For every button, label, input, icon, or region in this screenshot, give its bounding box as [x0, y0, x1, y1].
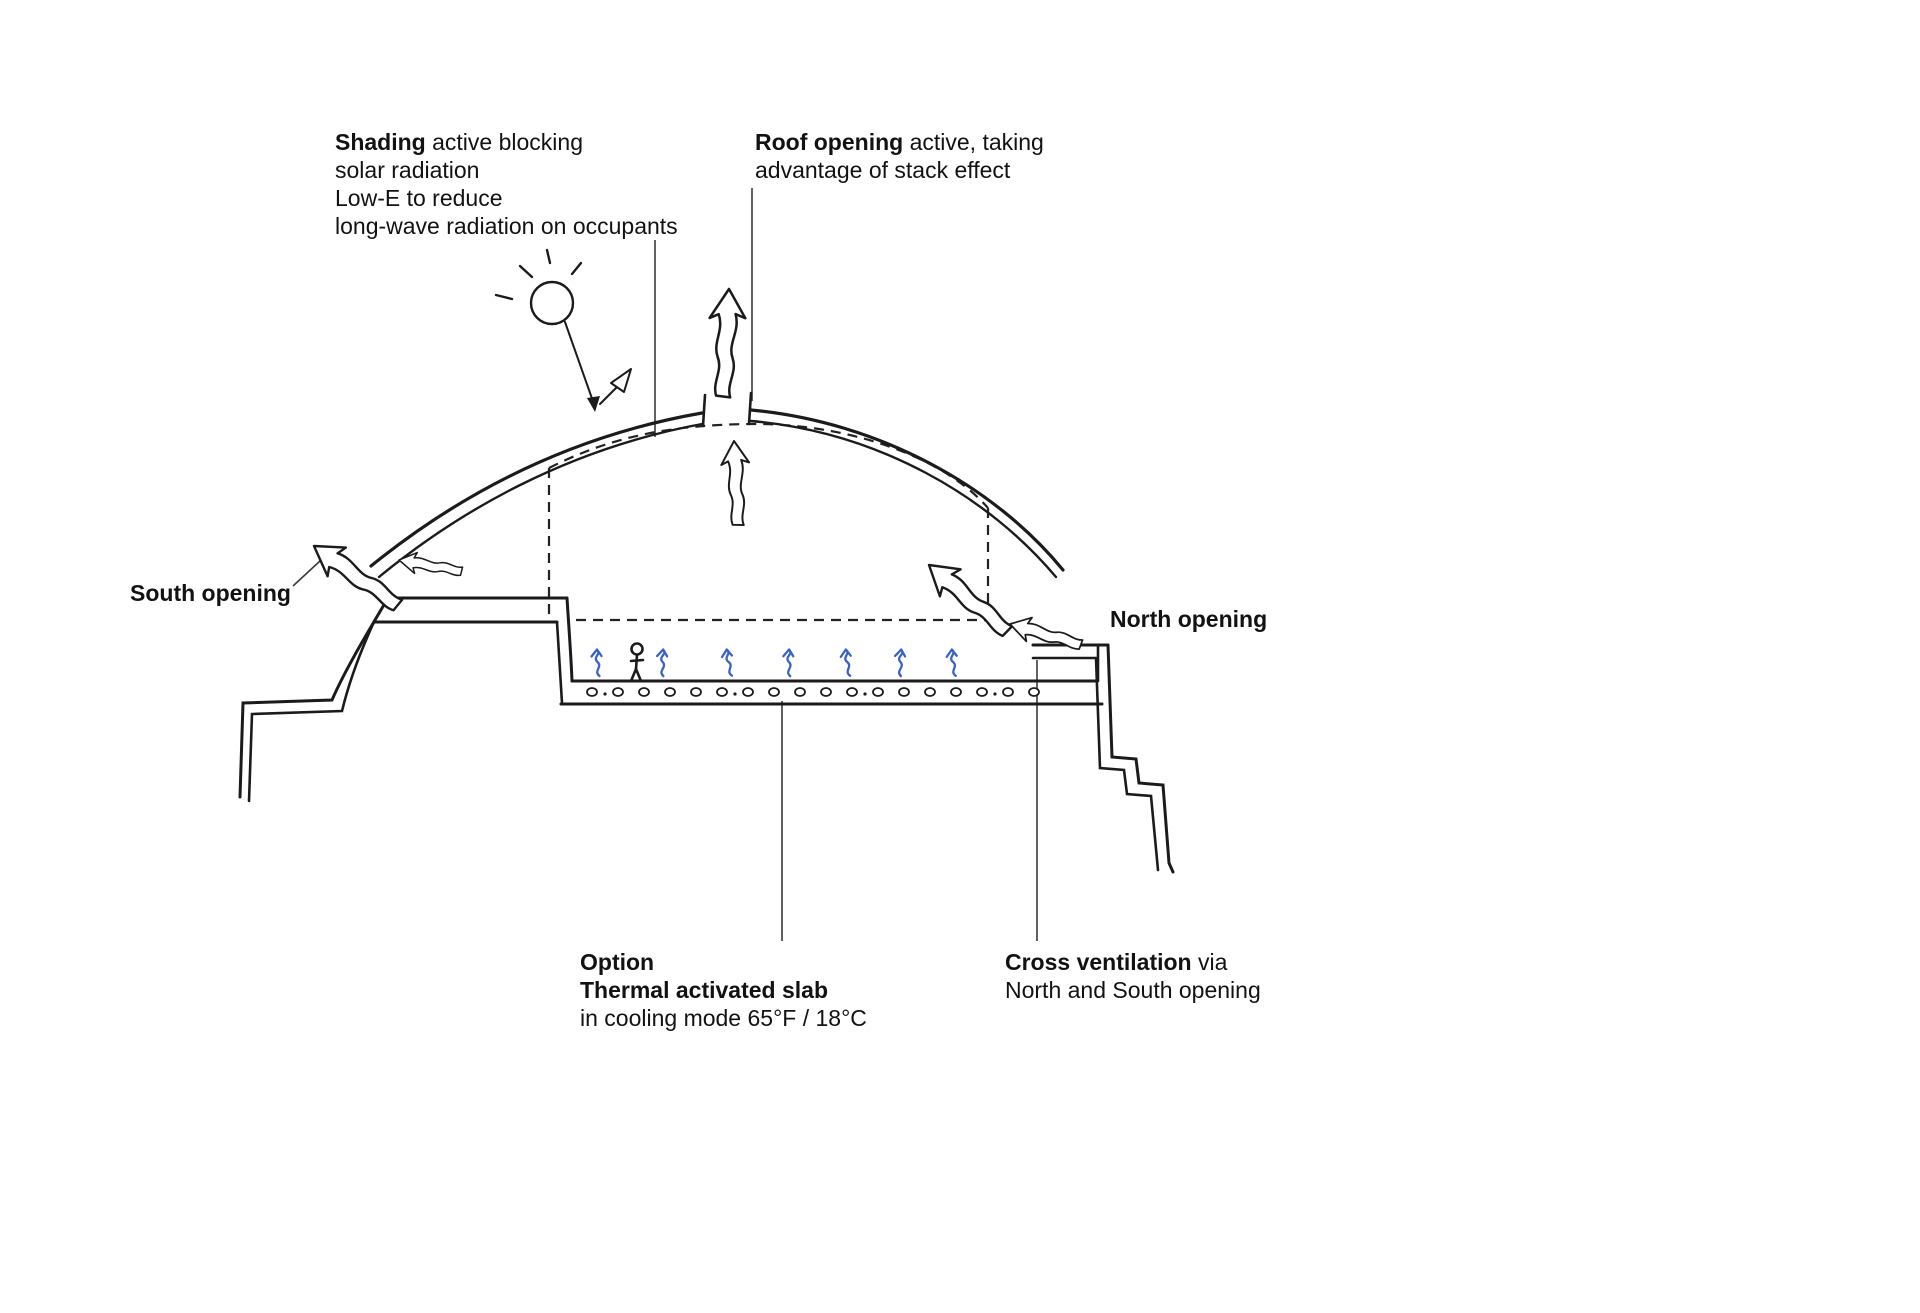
slab-option-line3: in cooling mode 65°F / 18°C [580, 1005, 867, 1031]
stack-interior-arrow-icon [719, 439, 754, 528]
south-airflow-arrow-icon [303, 530, 410, 621]
north-airflow-arrow-small-icon [1005, 611, 1086, 658]
stack-exhaust-arrow-icon [704, 286, 749, 400]
slab-option-label: Option Thermal activated slab in cooling… [580, 948, 867, 1032]
radiant-pipe-icon [950, 687, 962, 697]
cross-ventilation-label: Cross ventilation via North and South op… [1005, 948, 1261, 1004]
radiant-pipe-icon [1002, 687, 1014, 697]
radiant-pipe-icon [664, 687, 676, 697]
radiant-pipe-icon [872, 687, 884, 697]
radiant-pipe-icon [742, 687, 754, 697]
slab-option-term1: Option [580, 949, 655, 975]
cooling-squiggle-icon [945, 648, 959, 678]
radiant-pipes [586, 687, 1040, 697]
radiant-pipe-icon [820, 687, 832, 697]
cross-ventilation-after-term: via [1191, 949, 1228, 975]
radiant-pipe-icon [716, 687, 728, 697]
cooling-squiggle-icon [720, 647, 736, 678]
airflow-arrows [303, 286, 1086, 658]
radiant-pipe-icon [794, 687, 806, 697]
cooling-squiggle-icon [839, 648, 854, 678]
radiant-pipe-icon [638, 687, 650, 697]
roof-opening-term: Roof opening [755, 129, 904, 155]
radiant-pipe-icon [898, 687, 910, 697]
interior-dashed-outline [547, 422, 990, 622]
dome-roof [369, 391, 1065, 579]
radiant-pipe-icon [1028, 687, 1040, 697]
radiant-pipe-icon [690, 687, 702, 697]
solar-radiation-arrow-icon [564, 321, 600, 412]
cooling-squiggle-icon [590, 648, 603, 678]
roof-opening-label-line1: Roof opening active, taking [755, 128, 1044, 156]
sun-icon [494, 248, 583, 326]
slab-option-line1: Option [580, 948, 867, 976]
shading-label: Shading active blocking solar radiation … [335, 128, 678, 240]
shading-label-line2: solar radiation [335, 157, 480, 183]
leader-lines [292, 188, 1038, 941]
cooling-squiggle-icon [654, 647, 669, 678]
shading-label-line1: Shading active blocking [335, 128, 678, 156]
slab-option-line2: Thermal activated slab [580, 976, 867, 1004]
ground-right [1031, 643, 1175, 874]
pipe-dot-icon [863, 692, 867, 696]
roof-opening-label: Roof opening active, taking advantage of… [755, 128, 1044, 184]
floor-slab [559, 644, 1104, 706]
shading-term: Shading [335, 129, 426, 155]
roof-opening-curb [701, 391, 753, 428]
cooling-air-squiggles [590, 647, 959, 678]
radiant-pipe-icon [612, 687, 624, 697]
north-opening-label: North opening [1110, 605, 1267, 633]
cross-ventilation-line1: Cross ventilation via [1005, 948, 1261, 976]
shading-label-line3: Low-E to reduce [335, 185, 503, 211]
pipe-dot-icon [733, 692, 737, 696]
shading-after-term: active blocking [425, 129, 583, 155]
north-opening-term: North opening [1110, 606, 1268, 632]
cooling-squiggle-icon [781, 648, 795, 678]
radiant-pipe-icon [976, 687, 988, 697]
radiant-pipe-icon [846, 687, 858, 697]
south-opening-term: South opening [130, 580, 291, 606]
shading-label-line4: long-wave radiation on occupants [335, 213, 678, 239]
reflected-radiation-arrow-icon [599, 368, 632, 405]
person-icon [629, 642, 645, 683]
ground-left [238, 596, 574, 803]
pipe-dot-icon [993, 692, 997, 696]
pipe-dot-icon [603, 692, 607, 696]
slab-option-term2: Thermal activated slab [580, 977, 828, 1003]
radiant-pipe-icon [586, 687, 598, 697]
cross-ventilation-line2: North and South opening [1005, 977, 1261, 1003]
south-opening-leader-line [292, 560, 321, 587]
radiant-pipe-icon [924, 687, 936, 697]
roof-opening-label-line2: advantage of stack effect [755, 157, 1011, 183]
cross-ventilation-term: Cross ventilation [1005, 949, 1192, 975]
south-opening-label: South opening [130, 579, 291, 607]
roof-opening-after-term: active, taking [903, 129, 1044, 155]
north-airflow-arrow-icon [916, 550, 1021, 646]
cooling-squiggle-icon [891, 647, 907, 678]
radiant-pipe-icon [768, 687, 780, 697]
